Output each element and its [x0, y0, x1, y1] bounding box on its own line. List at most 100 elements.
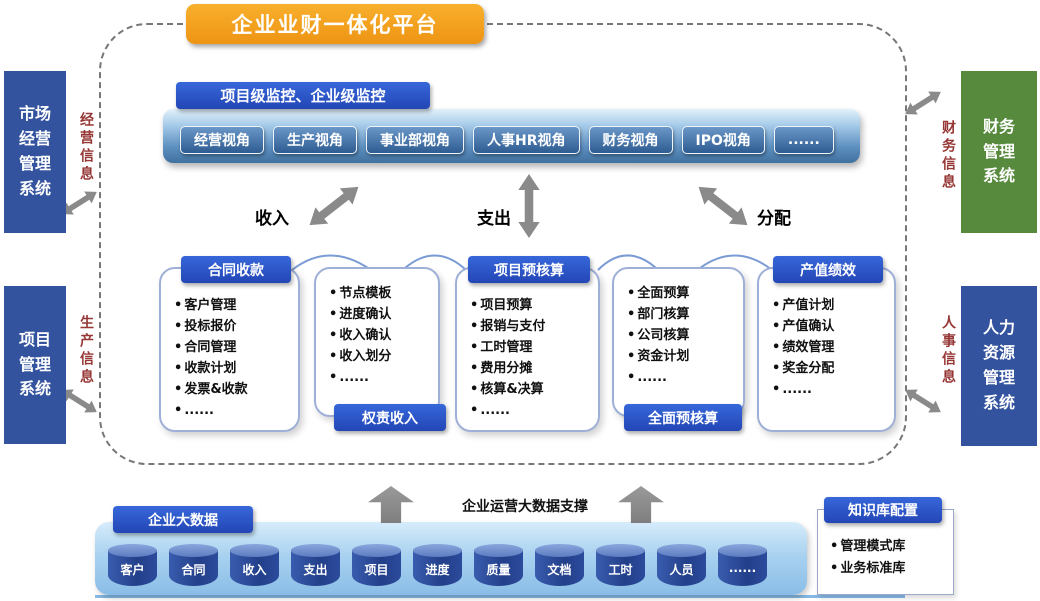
card-item-list: 节点模板 进度确认 收入确认 收入划分 ...... [316, 269, 438, 394]
database-customer: 客户 [108, 544, 157, 586]
database-income: 收入 [230, 544, 279, 586]
up-arrow-icon [618, 486, 664, 523]
card-item: ...... [329, 367, 432, 388]
card-header-output-performance: 产值绩效 [773, 256, 883, 283]
system-finance-management: 财务管理系统 [961, 71, 1037, 233]
card-item: ...... [174, 400, 292, 421]
database-more: ...... [718, 544, 767, 586]
database-project: 项目 [352, 544, 401, 586]
flow-label-income: 收入 [255, 209, 289, 229]
card-item: 奖金分配 [772, 358, 888, 379]
knowledge-base-card: 管理模式库 业务标准库 [817, 509, 954, 595]
card-item-list: 全面预算 部门核算 公司核算 资金计划 ...... [614, 269, 743, 394]
database-label: 支出 [303, 563, 328, 577]
up-arrow-icon [368, 486, 414, 523]
database-cylinder-top-icon [718, 544, 767, 557]
database-label: ...... [728, 561, 757, 575]
card-item: 工时管理 [470, 337, 592, 358]
card-item-list: 客户管理 投标报价 合同管理 收款计划 发票&收款 ...... [161, 269, 298, 427]
database-label: 项目 [364, 563, 389, 577]
system-market-operation: 市场经营管理系统 [4, 71, 66, 233]
double-arrow-icon [61, 389, 97, 413]
info-label-production: 生产信息 [78, 315, 94, 387]
database-contract: 合同 [169, 544, 218, 586]
database-cylinder-top-icon [108, 544, 157, 557]
card-item: 发票&收款 [174, 379, 292, 400]
card-item: ...... [772, 379, 888, 400]
card-item: 报销与支付 [470, 316, 592, 337]
database-document: 文档 [535, 544, 584, 586]
platform-boundary [99, 23, 907, 465]
double-arrow-icon [905, 389, 941, 413]
card-item: 收入确认 [329, 325, 432, 346]
card-accrual-income: 节点模板 进度确认 收入确认 收入划分 ...... [314, 267, 440, 417]
database-cylinder-top-icon [596, 544, 645, 557]
database-cylinder-top-icon [657, 544, 706, 557]
database-label: 进度 [425, 563, 450, 577]
knowledge-item: 业务标准库 [830, 558, 949, 580]
database-cylinder-top-icon [352, 544, 401, 557]
database-label: 人员 [669, 563, 694, 577]
info-label-finance: 财务信息 [940, 120, 956, 192]
card-item: 投标报价 [174, 316, 292, 337]
flow-label-expense: 支出 [477, 209, 511, 229]
expense-double-arrow-icon [518, 174, 540, 238]
tab-more-views: ...... [773, 126, 834, 154]
card-item: ...... [470, 400, 592, 421]
database-label: 质量 [486, 563, 511, 577]
card-item: 核算&决算 [470, 379, 592, 400]
knowledge-item-list: 管理模式库 业务标准库 [818, 510, 953, 584]
tab-finance-view: 财务视角 [588, 126, 673, 154]
card-item: 收款计划 [174, 358, 292, 379]
double-arrow-icon [905, 91, 941, 115]
tab-ipo-view: IPO视角 [681, 126, 765, 154]
system-hr-management: 人力资源管理系统 [961, 286, 1037, 446]
card-output-performance: 产值计划 产值确认 绩效管理 奖金分配 ...... [757, 267, 896, 432]
flow-label-distribution: 分配 [757, 209, 791, 229]
card-header-contract-collection: 合同收款 [181, 256, 291, 283]
card-item-list: 产值计划 产值确认 绩效管理 奖金分配 ...... [759, 269, 894, 406]
card-item: 产值确认 [772, 316, 888, 337]
card-header-comprehensive-budgeting: 全面预核算 [624, 404, 742, 431]
database-label: 客户 [120, 563, 145, 577]
system-label: 财务管理系统 [982, 116, 1015, 186]
card-item: ...... [627, 367, 737, 388]
database-cylinder-top-icon [291, 544, 340, 557]
card-item: 节点模板 [329, 283, 432, 304]
database-label: 收入 [242, 563, 267, 577]
card-item: 全面预算 [627, 283, 737, 304]
bigdata-bar: 客户 合同 收入 支出 项目 进度 质量 [95, 522, 807, 595]
bigdata-support-text: 企业运营大数据支撑 [462, 499, 588, 515]
card-connectors [291, 254, 773, 271]
info-label-hr: 人事信息 [940, 315, 956, 387]
system-label: 项目管理系统 [18, 329, 51, 399]
tab-hr-view: 人事HR视角 [473, 126, 580, 154]
double-arrow-icon [61, 191, 97, 215]
card-project-budgeting: 项目预算 报销与支付 工时管理 费用分摊 核算&决算 ...... [455, 267, 600, 432]
database-quality: 质量 [474, 544, 523, 586]
database-cylinder-top-icon [413, 544, 462, 557]
info-label-operations: 经营信息 [78, 112, 94, 184]
database-progress: 进度 [413, 544, 462, 586]
card-item: 部门核算 [627, 304, 737, 325]
system-label: 市场经营管理系统 [18, 104, 51, 198]
database-personnel: 人员 [657, 544, 706, 586]
card-item: 费用分摊 [470, 358, 592, 379]
card-item: 客户管理 [174, 295, 292, 316]
card-header-accrual-income: 权责收入 [334, 404, 446, 431]
card-item: 收入划分 [329, 346, 432, 367]
database-label: 文档 [547, 563, 572, 577]
database-label: 工时 [608, 563, 633, 577]
card-item-list: 项目预算 报销与支付 工时管理 费用分摊 核算&决算 ...... [457, 269, 598, 427]
database-cylinder-top-icon [230, 544, 279, 557]
card-item: 公司核算 [627, 325, 737, 346]
database-cylinder-top-icon [169, 544, 218, 557]
card-contract-collection: 客户管理 投标报价 合同管理 收款计划 发票&收款 ...... [159, 267, 300, 432]
tab-division-view: 事业部视角 [366, 126, 464, 154]
monitor-header: 项目级监控、企业级监控 [176, 82, 430, 109]
card-item: 资金计划 [627, 346, 737, 367]
system-project-management: 项目管理系统 [4, 286, 66, 444]
system-label: 人力资源管理系统 [982, 318, 1015, 412]
bottom-divider [95, 595, 905, 598]
